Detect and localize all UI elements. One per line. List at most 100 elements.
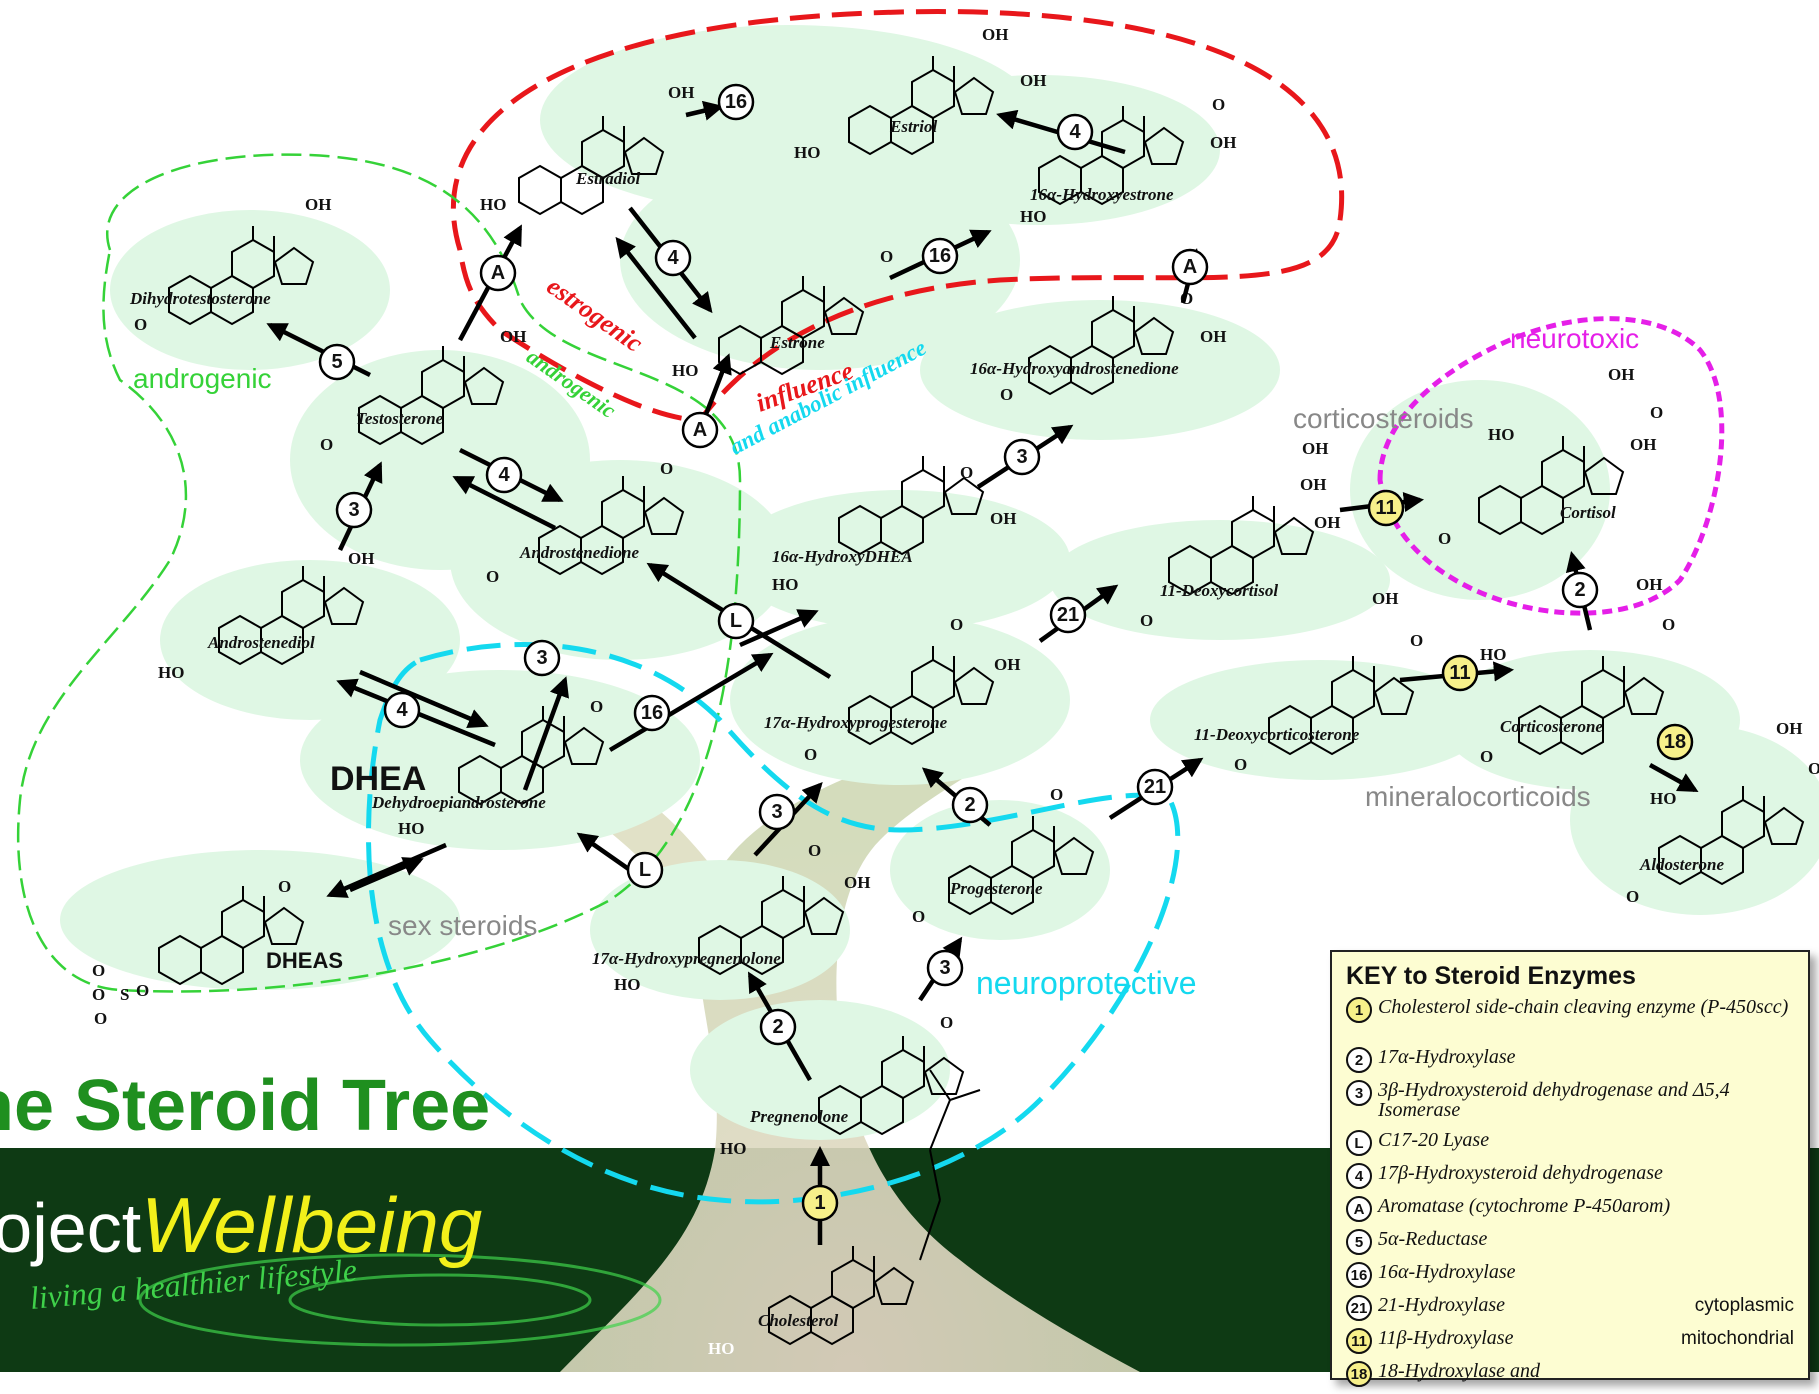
svg-text:HO: HO <box>672 361 698 380</box>
svg-text:HO: HO <box>1020 207 1046 226</box>
svg-text:O: O <box>880 247 893 266</box>
key-text: Aromatase (cytochrome P-450arom) <box>1378 1195 1671 1217</box>
key-row: 4 17β-Hydroxysteroid dehydrogenase <box>1346 1163 1794 1196</box>
key-badge: 16 <box>1346 1262 1372 1288</box>
svg-text:21: 21 <box>1144 776 1166 798</box>
svg-text:O: O <box>804 745 817 764</box>
key-badge: 4 <box>1346 1163 1372 1189</box>
svg-text:O: O <box>486 567 499 586</box>
enzyme-badge-3: 3 <box>1003 438 1041 476</box>
enzyme-badge-2: 2 <box>759 1008 797 1046</box>
molecule-androstenedione: O O Androstenedione <box>486 459 683 586</box>
svg-text:3: 3 <box>939 957 950 979</box>
label-16a-hydroxydhea: 16α-HydroxyDHEA <box>772 547 913 566</box>
key-text: 18-Hydroxylase and <box>1378 1360 1540 1382</box>
key-badge: 11 <box>1346 1328 1372 1354</box>
label-dihydrotestosterone: Dihydrotestosterone <box>129 289 271 308</box>
label-neurotoxic: neurotoxic <box>1510 323 1639 354</box>
enzyme-badge-11: 11 <box>1441 654 1479 692</box>
svg-text:OH: OH <box>348 549 374 568</box>
label-mineralocorticoids: mineralocorticoids <box>1365 781 1591 812</box>
svg-text:OH: OH <box>1608 365 1634 384</box>
enzyme-badge-16: 16 <box>717 83 755 121</box>
svg-text:OH: OH <box>1200 327 1226 346</box>
label-cortisol: Cortisol <box>1560 503 1616 522</box>
svg-text:O: O <box>1808 759 1819 778</box>
androgenic-boundary <box>16 153 742 993</box>
svg-text:HO: HO <box>158 663 184 682</box>
svg-text:OH: OH <box>1020 71 1046 90</box>
svg-text:OH: OH <box>305 195 331 214</box>
svg-text:A: A <box>491 262 505 284</box>
svg-text:O: O <box>92 961 105 980</box>
label-estrone: Estrone <box>769 333 825 352</box>
svg-text:O: O <box>136 981 149 1000</box>
svg-text:1: 1 <box>814 1192 825 1214</box>
svg-text:OH: OH <box>1314 513 1340 532</box>
molecule-estrone: HO O Estrone <box>672 247 893 380</box>
enzyme-badge-4: 4 <box>383 691 421 729</box>
svg-text:OH: OH <box>1300 475 1326 494</box>
label-sex-steroids: sex steroids <box>388 910 537 941</box>
enzyme-badge-a: A <box>681 411 719 449</box>
brand-logo: rojectWellbeing <box>0 1180 482 1271</box>
svg-text:OH: OH <box>668 83 694 102</box>
label-cholesterol: Cholesterol <box>758 1311 839 1330</box>
svg-text:OH: OH <box>1372 589 1398 608</box>
label-dhea-abbr: DHEA <box>330 760 426 798</box>
svg-text:HO: HO <box>794 143 820 162</box>
svg-text:O: O <box>1140 611 1153 630</box>
svg-text:OH: OH <box>994 655 1020 674</box>
svg-text:18: 18 <box>1664 731 1686 753</box>
label-corticosteroids: corticosteroids <box>1293 403 1474 434</box>
svg-text:A: A <box>693 419 707 441</box>
key-badge: 1 <box>1346 997 1372 1023</box>
svg-text:OH: OH <box>1636 575 1662 594</box>
svg-text:HO: HO <box>772 575 798 594</box>
enzyme-badge-11: 11 <box>1367 489 1405 527</box>
estrogenic-boundary <box>450 9 1345 423</box>
brand-part2: Wellbeing <box>141 1181 483 1269</box>
key-text: 17β-Hydroxysteroid dehydrogenase <box>1378 1162 1663 1184</box>
svg-text:4: 4 <box>1069 121 1081 143</box>
label-androstenedione: Androstenedione <box>519 543 639 562</box>
tree-trunk <box>560 700 1140 1372</box>
page-title: he Steroid Tree <box>0 1066 491 1146</box>
brand-swirl <box>138 1253 662 1347</box>
brand-part1: roject <box>0 1189 142 1267</box>
svg-text:O: O <box>92 985 105 1004</box>
enzyme-badge-4: 4 <box>1056 113 1094 151</box>
enzyme-badge-3: 3 <box>335 491 373 529</box>
svg-text:L: L <box>639 859 651 881</box>
svg-text:O: O <box>590 697 603 716</box>
svg-text:O: O <box>660 459 673 478</box>
label-dheas: DHEAS <box>266 948 343 973</box>
key-text: 17α-Hydroxylase <box>1378 1046 1516 1068</box>
key-text: 3β-Hydroxysteroid dehydrogenase and Δ5,4… <box>1378 1079 1730 1121</box>
enzyme-badge-l: L <box>717 602 755 640</box>
label-11-deoxycortisol: 11-Deoxycortisol <box>1160 581 1278 600</box>
enzyme-badges: 16 4 16 4 A A 5 A 4 3 3 11 L 21 2 3 11 4… <box>318 83 1694 1222</box>
svg-text:S: S <box>120 985 129 1004</box>
label-androstenediol: Androstenediol <box>207 633 315 652</box>
key-legend-mitochondrial: mitochondrial <box>1681 1328 1794 1349</box>
svg-text:O: O <box>278 877 291 896</box>
enzyme-badge-3: 3 <box>523 639 561 677</box>
svg-text:5: 5 <box>331 351 342 373</box>
svg-text:O: O <box>1626 887 1639 906</box>
key-badge: 3 <box>1346 1080 1372 1106</box>
